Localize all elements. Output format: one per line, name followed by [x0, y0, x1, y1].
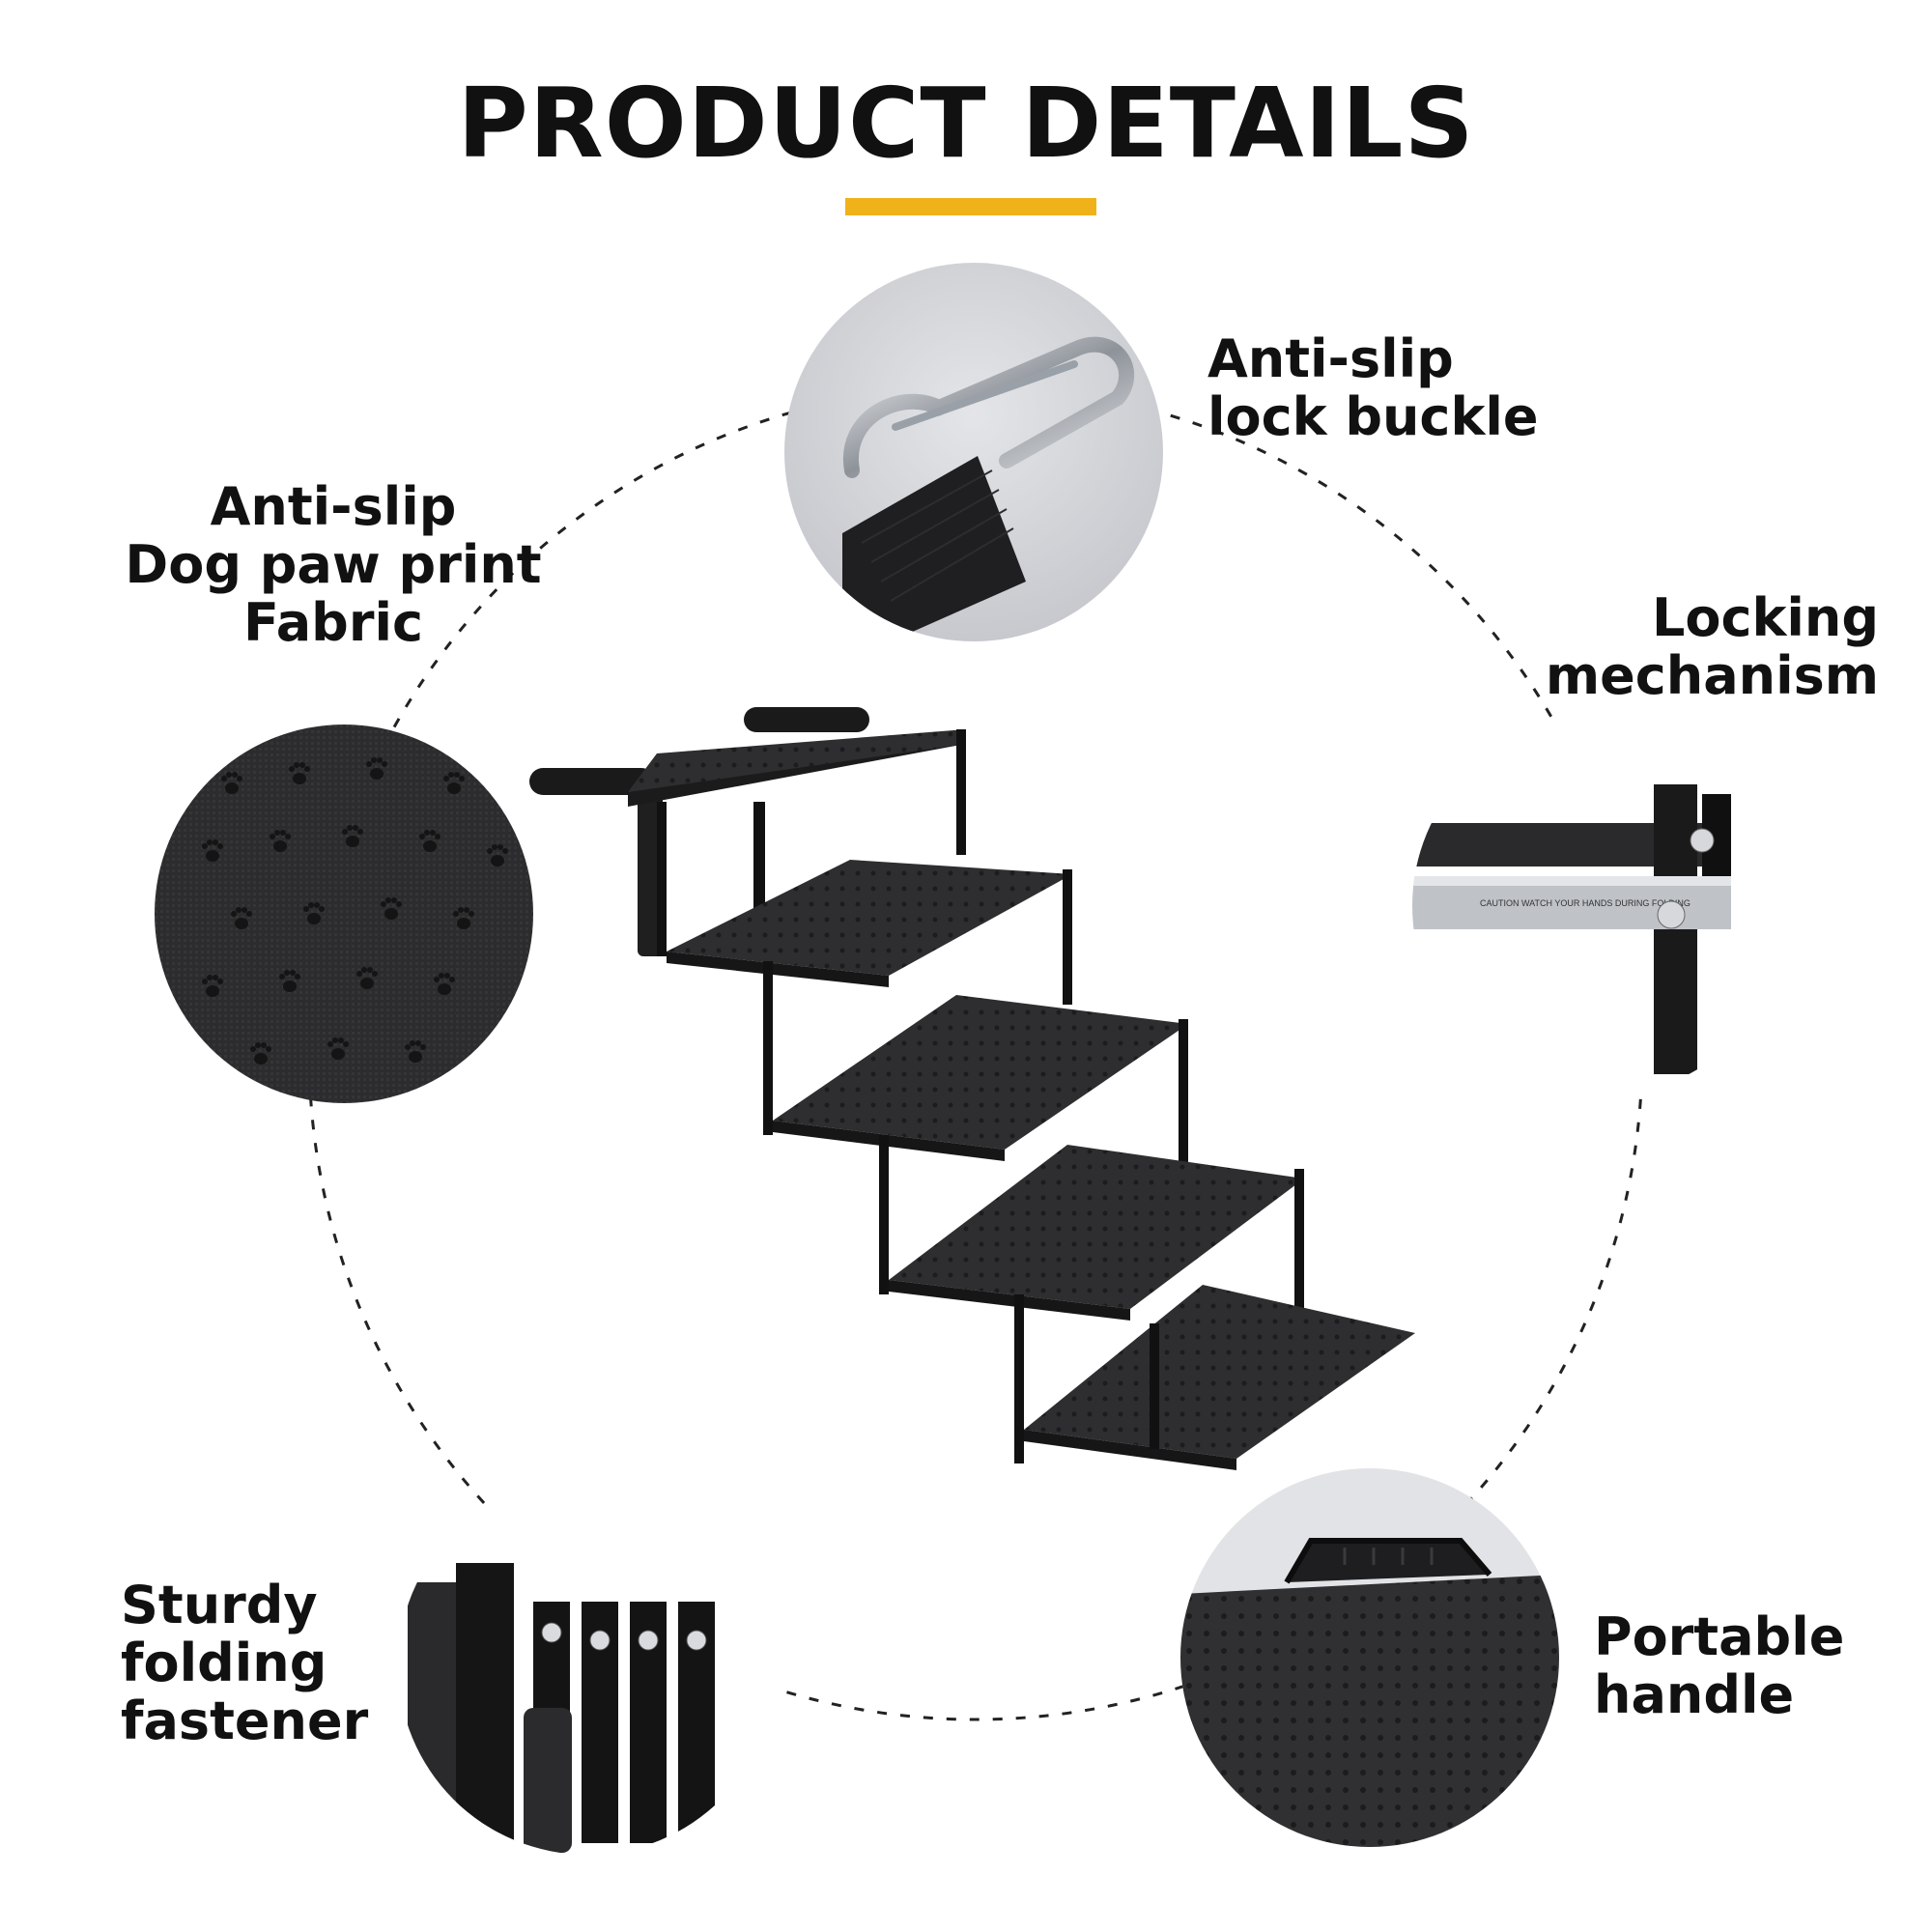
feature-label-locking-mechanism: Locking mechanism [1545, 587, 1879, 706]
folding-fastener-photo [398, 1476, 777, 1855]
title-accent-bar [845, 198, 1096, 215]
carabiner-buckle-icon [784, 263, 1163, 641]
locking-latch-icon: CAUTION WATCH YOUR HANDS DURING FOLDING [1412, 717, 1791, 1095]
carry-handle-icon [1180, 1468, 1559, 1847]
feature-label-folding-fastener: Sturdy folding fastener [121, 1575, 369, 1751]
feature-label-portable-handle: Portable handle [1594, 1606, 1845, 1725]
portable-handle-photo [1180, 1468, 1559, 1847]
feature-label-lock-buckle: Anti-slip lock buckle [1208, 328, 1539, 447]
page-title: PRODUCT DETAILS [457, 67, 1475, 180]
grip-handle-icon [529, 707, 869, 956]
lock-buckle-photo [784, 263, 1163, 641]
paw-fabric-photo [155, 724, 533, 1103]
feature-label-paw-fabric: Anti-slip Dog paw print Fabric [125, 476, 542, 653]
lock-plate-text: CAUTION WATCH YOUR HANDS DURING FOLDING [1480, 898, 1690, 908]
locking-mechanism-photo: CAUTION WATCH YOUR HANDS DURING FOLDING [1412, 717, 1791, 1095]
paw-print-fabric-icon [155, 724, 533, 1103]
folding-fastener-icon [398, 1476, 777, 1855]
